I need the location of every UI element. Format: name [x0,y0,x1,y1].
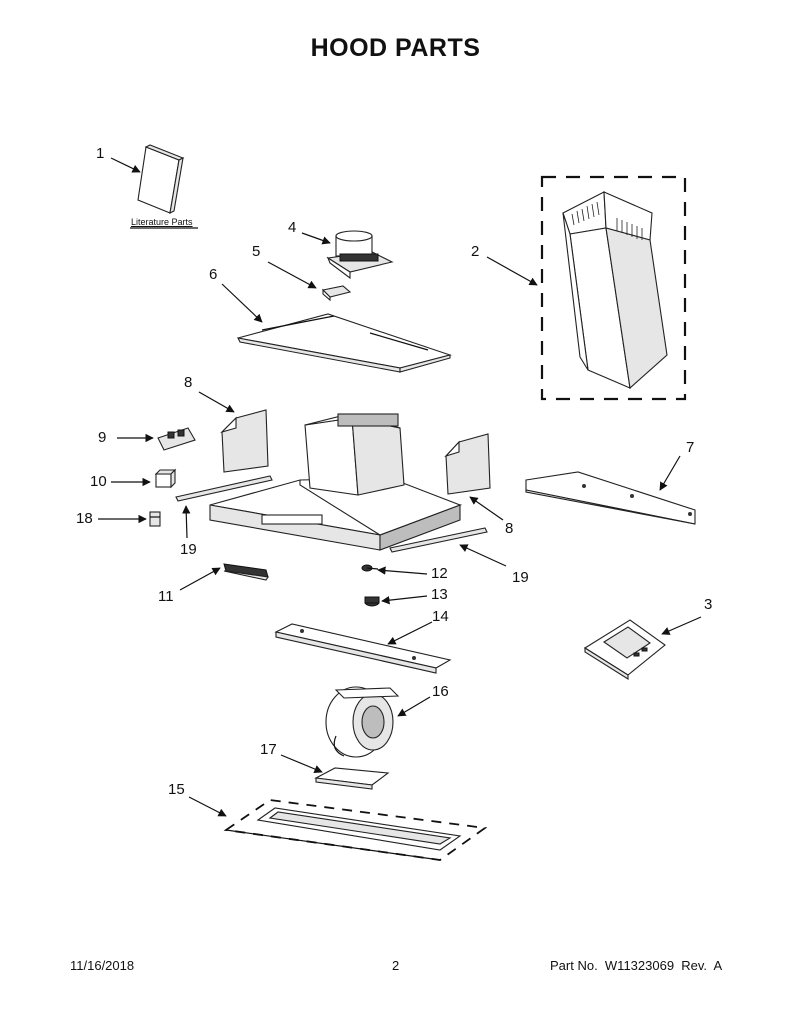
part-filter-left [220,409,269,473]
part-control-panel [583,619,666,680]
callout-2: 2 [471,243,480,260]
part-hood-body [209,413,463,551]
page-title: HOOD PARTS [310,34,481,62]
callout-8-left: 8 [184,374,193,391]
callout-10: 10 [90,473,107,490]
part-screw [361,564,379,572]
part-control-board [157,427,196,451]
callout-13: 13 [431,586,448,603]
part-trim-strip-left [175,475,273,502]
part-filter-right [444,433,491,495]
part-bottom-frame [223,799,488,861]
callout-5: 5 [252,243,261,260]
callout-11: 11 [158,588,174,605]
part-17 [314,767,390,790]
part-literature [130,144,198,229]
part-5 [321,285,352,302]
part-top-trim [237,313,452,373]
part-bracket [274,623,452,674]
part-18 [149,511,161,527]
callout-12: 12 [431,565,448,582]
footer-date: 11/16/2018 [70,958,135,973]
callout-15: 15 [168,781,185,798]
callout-4: 4 [288,219,297,236]
part-damper [326,230,394,280]
callout-6: 6 [209,266,218,283]
part-trim-strip-right [389,527,488,553]
callout-17: 17 [260,741,277,758]
literature-parts-label: Literature Parts [131,217,193,227]
part-10 [154,468,177,489]
callout-18: 18 [76,510,93,527]
footer-part-number: Part No. W11323069 Rev. A [550,958,723,973]
callout-7: 7 [686,439,695,456]
part-11 [223,563,269,581]
part-blower [325,686,400,758]
callout-14: 14 [432,608,449,625]
footer-page-number: 2 [392,958,400,973]
callout-3: 3 [704,596,713,613]
callout-8-right: 8 [505,520,514,537]
callout-16: 16 [432,683,449,700]
callout-19-right: 19 [512,569,529,586]
part-front-trim [525,471,696,525]
callout-19-left: 19 [180,541,197,558]
part-knob [364,596,380,607]
callout-1: 1 [96,145,105,162]
part-chimney-cover [540,175,687,401]
callout-9: 9 [98,429,107,446]
leader-lines [98,157,702,817]
